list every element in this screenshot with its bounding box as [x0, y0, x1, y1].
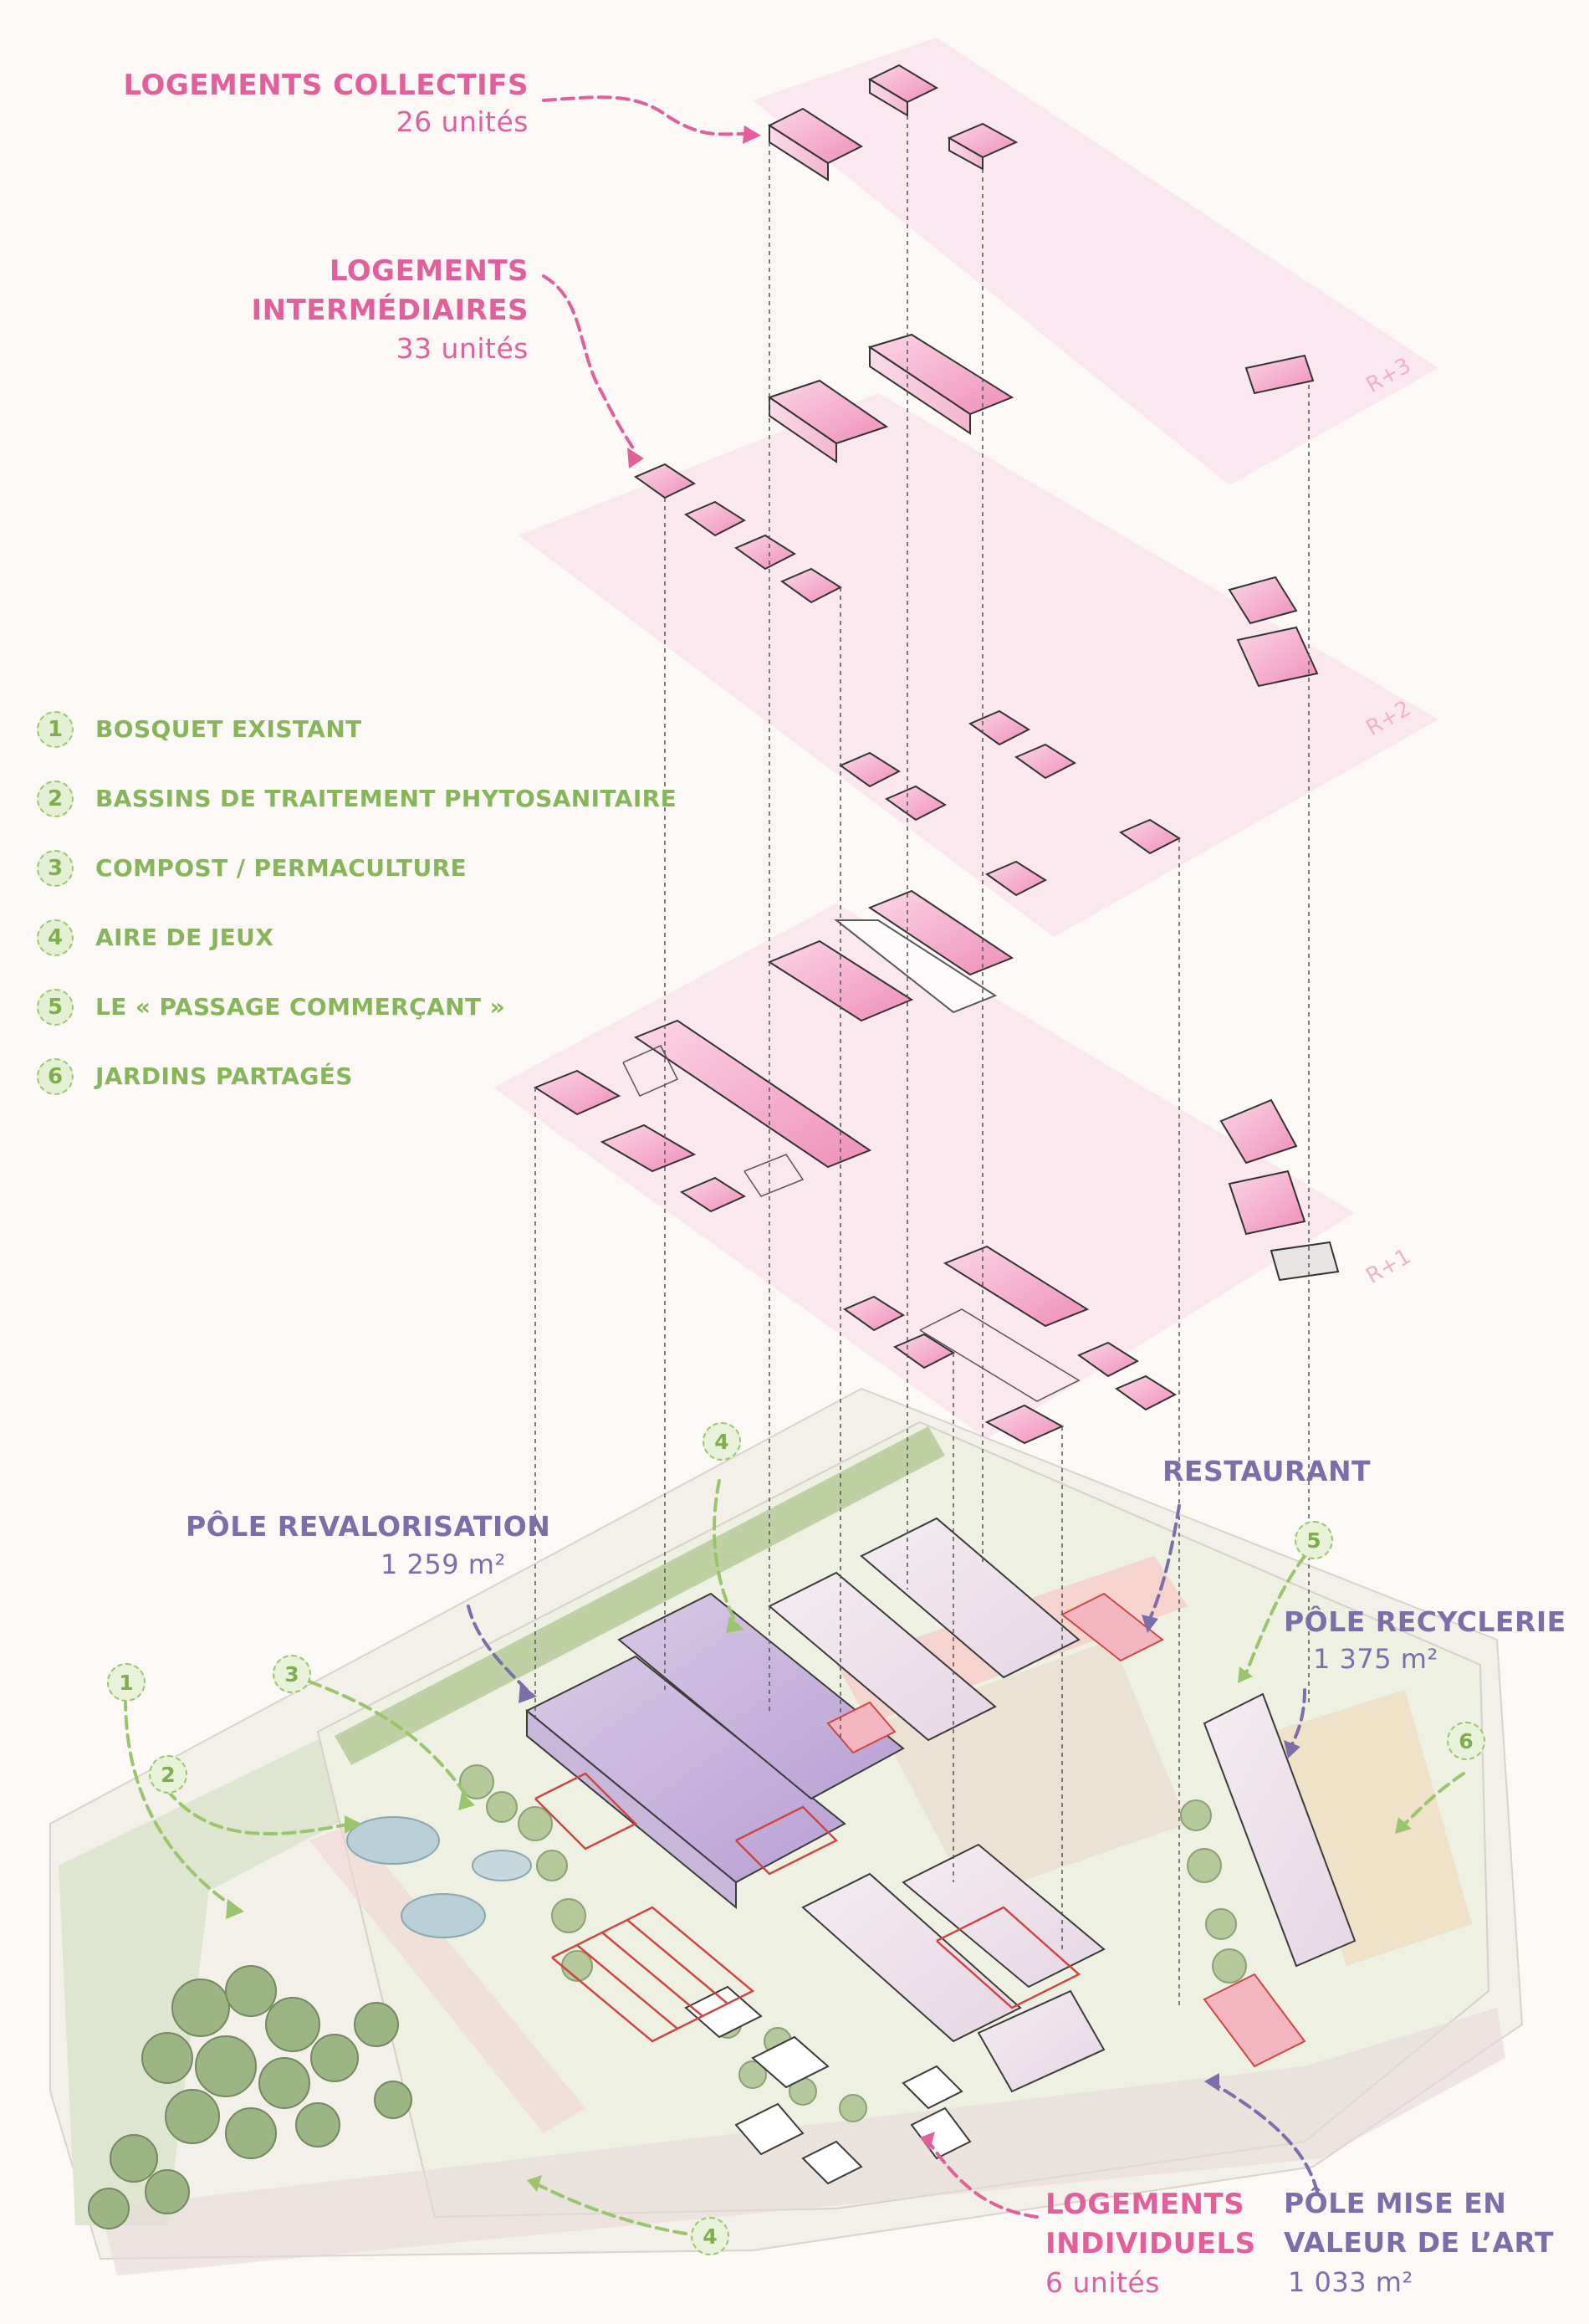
hall-roof-b [860, 1517, 1081, 1679]
arrow-collectifs [542, 95, 746, 136]
south-strip [100, 2008, 1505, 2275]
label-collectifs-units: 26 unités [396, 105, 529, 138]
label-collectifs-title: LOGEMENTS COLLECTIFS [123, 69, 529, 102]
volumes-r1 [533, 889, 1340, 1445]
legend-item: 5 LE « PASSAGE COMMERÇANT » [37, 972, 689, 1042]
house-1 [684, 1985, 763, 2039]
level-label-r1: R+1 [1362, 1244, 1416, 1289]
legend-text: LE « PASSAGE COMMERÇANT » [95, 993, 506, 1021]
projection-lines [534, 115, 1310, 2008]
jardins-partages [1271, 1690, 1472, 1966]
arrow-individuels [927, 2140, 1039, 2219]
label-intermediaires-title-2: INTERMÉDIAIRES [251, 294, 529, 327]
label-recyclerie-area: 1 375 m² [1313, 1643, 1438, 1675]
plate-r1 [493, 903, 1355, 1439]
basin-3 [472, 1850, 532, 1881]
arrow-marker-4a [713, 1479, 738, 1625]
arrow-marker-1 [124, 1697, 236, 1909]
recyclerie-bar [1203, 1692, 1357, 1968]
label-art-title-2: VALEUR DE L’ART [1284, 2226, 1554, 2259]
site-greenery [59, 1723, 385, 2225]
legend-text: BOSQUET EXISTANT [95, 715, 362, 743]
annotation-arrows [124, 95, 1465, 2235]
pole-art [1203, 1973, 1306, 2068]
ground-buildings [525, 1517, 1357, 2185]
house-5 [801, 2140, 863, 2185]
legend-number-badge: 3 [37, 849, 74, 887]
bosquet-trees [88, 1965, 412, 2229]
arrow-marker-4b [534, 2182, 687, 2235]
house-2 [751, 2035, 830, 2089]
label-art-area: 1 033 m² [1288, 2266, 1413, 2298]
south-hall-1 [801, 1872, 1022, 2043]
label-individuels-title-2: INDIVIDUELS [1045, 2227, 1256, 2260]
arrow-marker-5 [1244, 1554, 1306, 1675]
label-restaurant-title: RESTAURANT [1162, 1455, 1372, 1487]
arrow-marker-6 [1403, 1772, 1465, 1825]
revalorisation-hall-2 [617, 1592, 905, 1800]
arrow-marker-3 [308, 1680, 470, 1800]
map-marker-3: 3 [273, 1655, 311, 1693]
arrow-recyclerie [1290, 1688, 1306, 1746]
floating-volumes [533, 64, 1340, 1445]
map-marker-4-south: 4 [691, 2217, 729, 2255]
map-marker-1: 1 [107, 1663, 146, 1702]
map-marker-6: 6 [1447, 1722, 1485, 1760]
map-marker-2: 2 [149, 1755, 187, 1794]
restaurant [1060, 1592, 1164, 1662]
volumes-r3 [767, 64, 1315, 463]
legend-number-badge: 4 [37, 919, 74, 956]
label-revalorisation-title: PÔLE REVALORISATION [186, 1510, 551, 1543]
hall-roof-a [768, 1571, 997, 1742]
legend-item: 3 COMPOST / PERMACULTURE [37, 833, 689, 903]
label-intermediaires-units: 33 unités [396, 332, 529, 365]
legend-text: COMPOST / PERMACULTURE [95, 854, 468, 882]
red-pavilion [826, 1701, 897, 1754]
house-4 [734, 2102, 805, 2156]
legend-number-badge: 1 [37, 710, 74, 748]
house-3 [902, 2065, 963, 2110]
label-individuels-units: 6 unités [1045, 2266, 1160, 2299]
legend-item: 2 BASSINS DE TRAITEMENT PHYTOSANITAIRE [37, 764, 689, 833]
plate-r2 [519, 393, 1438, 937]
arrow-restaurant [1148, 1504, 1181, 1620]
label-revalorisation-area: 1 259 m² [381, 1548, 506, 1580]
label-individuels-title-1: LOGEMENTS [1045, 2188, 1245, 2221]
arrow-heads [226, 125, 1412, 2192]
legend: 1 BOSQUET EXISTANT 2 BASSINS DE TRAITEME… [37, 694, 689, 1111]
arrow-revalorisation [467, 1605, 529, 1692]
map-marker-4: 4 [703, 1422, 741, 1461]
legend-item: 6 JARDINS PARTAGÉS [37, 1042, 689, 1111]
ground-plan [49, 1387, 1524, 2275]
label-art-title-1: PÔLE MISE EN [1284, 2187, 1507, 2219]
basin-1 [346, 1816, 440, 1865]
legend-text: BASSINS DE TRAITEMENT PHYTOSANITAIRE [95, 785, 677, 812]
west-road [309, 1824, 585, 2133]
legend-number-badge: 6 [37, 1057, 74, 1095]
label-intermediaires-title-1: LOGEMENTS [329, 254, 529, 288]
north-hedge [335, 1426, 945, 1765]
basin-2 [401, 1893, 486, 1938]
legend-item: 1 BOSQUET EXISTANT [37, 694, 689, 764]
red-frames [534, 1772, 1081, 2043]
legend-item: 4 AIRE DE JEUX [37, 903, 689, 972]
south-hall-3 [977, 1989, 1106, 2093]
legend-text: JARDINS PARTAGÉS [95, 1062, 353, 1090]
arrow-intermediaires [542, 274, 637, 453]
volumes-r2 [633, 463, 1319, 897]
hedge-trees [459, 1764, 1254, 2122]
label-recyclerie-title: PÔLE RECYCLERIE [1284, 1605, 1566, 1638]
legend-number-badge: 5 [37, 988, 74, 1026]
legend-text: AIRE DE JEUX [95, 924, 274, 951]
arrow-mise-en-valeur [1211, 2081, 1319, 2193]
map-marker-5: 5 [1295, 1521, 1333, 1559]
roof-frames [622, 1045, 1081, 1402]
arrow-marker-2 [166, 1789, 353, 1835]
legend-number-badge: 2 [37, 780, 74, 817]
